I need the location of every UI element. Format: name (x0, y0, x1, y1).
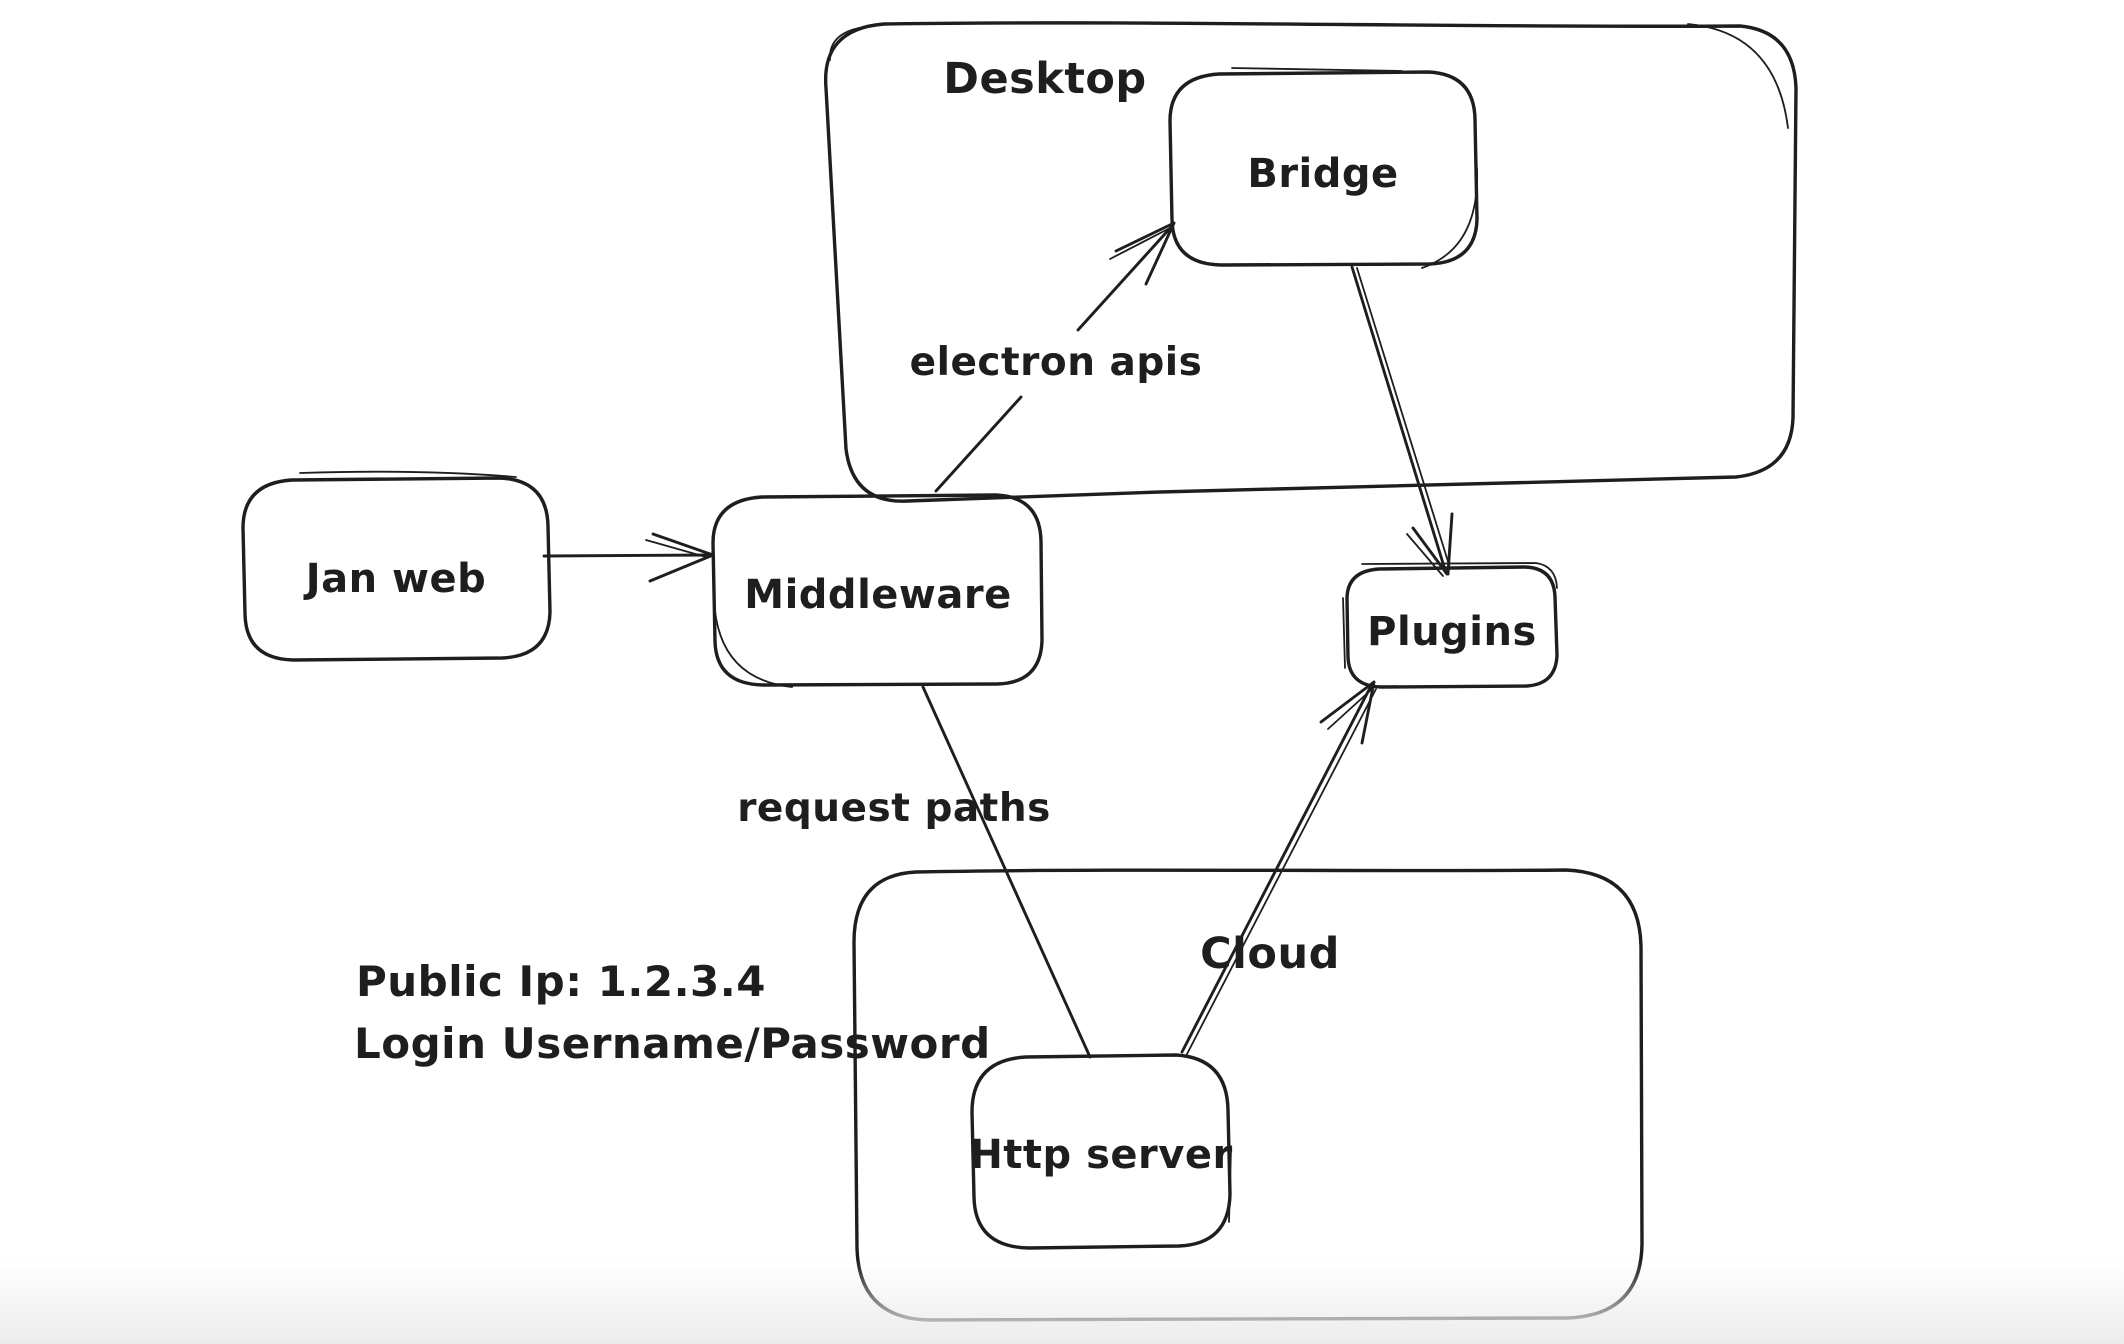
node-middleware[interactable]: Middleware (711, 493, 1044, 688)
middleware-to-bridge-arrowhead-sketch (1109, 227, 1171, 260)
note-public-ip-line: Public Ip: 1.2.3.4 (356, 957, 766, 1006)
desktop-box-sketch-stroke (1687, 23, 1789, 129)
jan-web-to-middleware-arrowhead-sketch (645, 539, 707, 558)
desktop-box-outline (823, 21, 1798, 503)
http-server-box-outline (970, 1053, 1232, 1250)
jan-web-to-middleware-line (542, 553, 714, 558)
bridge-box-sketch-stroke (1421, 167, 1478, 269)
plugins-label: Plugins (1367, 609, 1537, 655)
edge-jan-web-to-middleware[interactable] (542, 532, 715, 583)
request-paths-edge-label: request paths (737, 786, 1051, 831)
container-desktop[interactable]: Desktop (823, 21, 1798, 503)
middleware-to-http-server-line (921, 685, 1092, 1059)
plugins-box-outline (1345, 565, 1559, 689)
bridge-box-sketch-stroke2 (1231, 67, 1403, 72)
middleware-to-bridge-line-segment2 (1076, 223, 1175, 332)
middleware-box-sketch-stroke (713, 597, 793, 688)
bridge-to-plugins-line (1350, 265, 1448, 575)
cloud-box-outline (852, 868, 1644, 1322)
note-text[interactable]: Public Ip: 1.2.3.4 Login Username/Passwo… (354, 957, 991, 1068)
desktop-box-sketch-stroke2 (829, 25, 873, 61)
node-bridge[interactable]: Bridge (1168, 67, 1479, 269)
plugins-box-sketch-stroke (1361, 562, 1558, 589)
middleware-box-outline (711, 493, 1044, 687)
jan-web-label: Jan web (303, 556, 487, 602)
bridge-to-plugins-line-sketch (1356, 267, 1451, 569)
node-jan-web[interactable]: Jan web (241, 470, 552, 662)
jan-web-box-sketch-stroke (299, 470, 517, 478)
http-server-to-plugins-arrowhead (1319, 680, 1376, 745)
http-server-to-plugins-arrowhead-sketch (1327, 688, 1373, 730)
node-http-server[interactable]: Http server (969, 1053, 1232, 1250)
jan-web-to-middleware-arrowhead (648, 532, 715, 583)
http-server-to-plugins-line-sketch (1186, 688, 1377, 1055)
desktop-label: Desktop (943, 54, 1146, 104)
cloud-label: Cloud (1200, 929, 1340, 979)
middleware-label: Middleware (744, 572, 1011, 618)
bridge-label: Bridge (1247, 151, 1398, 197)
middleware-to-bridge-line-segment1 (934, 395, 1023, 493)
note-login-line: Login Username/Password (354, 1019, 991, 1068)
edge-middleware-to-http-server[interactable]: request paths (737, 685, 1092, 1059)
http-server-box-sketch-stroke (1228, 1147, 1232, 1223)
node-plugins[interactable]: Plugins (1342, 562, 1559, 689)
middleware-to-bridge-arrowhead (1114, 221, 1176, 286)
jan-web-box-outline (241, 476, 552, 662)
edge-http-server-to-plugins[interactable] (1180, 680, 1377, 1055)
electron-apis-edge-label: electron apis (910, 340, 1203, 385)
bridge-to-plugins-arrowhead (1411, 512, 1454, 576)
plugins-box-sketch-stroke2 (1342, 597, 1346, 669)
edge-bridge-to-plugins[interactable] (1350, 265, 1454, 577)
edge-middleware-to-bridge[interactable]: electron apis (910, 221, 1203, 493)
bridge-to-plugins-arrowhead-sketch (1406, 533, 1444, 577)
http-server-label: Http server (969, 1132, 1232, 1178)
http-server-to-plugins-line (1180, 682, 1374, 1054)
